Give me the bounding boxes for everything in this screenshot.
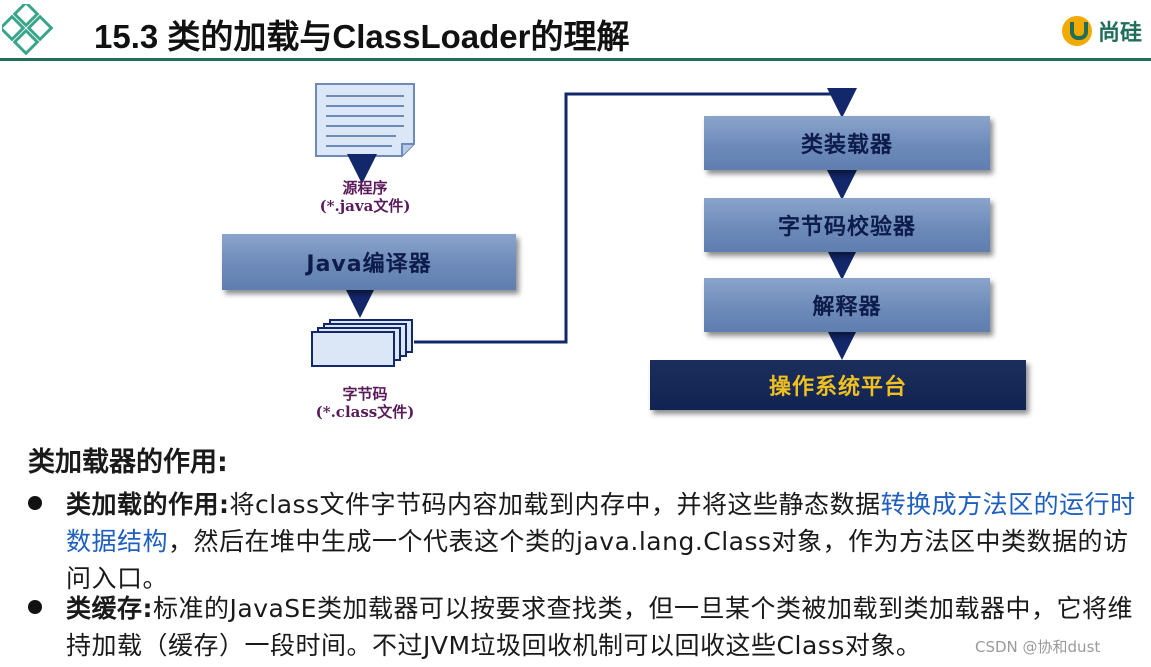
bytecode-label-ext: (*.class文件) (315, 403, 415, 421)
bullet-highlight: 转换成方法区的运行时数据结构 (66, 490, 1136, 556)
bullet-dot-icon (28, 496, 42, 510)
diamond-logo-icon (2, 4, 54, 56)
bullet-text-part: ，然后在堆中生成一个代表这个类的java.lang.Class对象，作为方法区中… (66, 527, 1129, 593)
brand-name: 尚硅 (1098, 21, 1143, 46)
bullet-text: 类缓存:标准的JavaSE类加载器可以按要求查找类，但一旦某个类被加载到类加载器… (66, 590, 1146, 664)
bullet-text: 类加载的作用:将class文件字节码内容加载到内存中，并将这些静态数据转换成方法… (66, 486, 1146, 597)
class-loader-box: 类装载器 (704, 116, 990, 170)
csdn-watermark: CSDN @协和dust (975, 636, 1101, 657)
diagram-graphics (311, 83, 857, 367)
bullet-text-part: 标准的JavaSE类加载器可以按要求查找类，但一旦某个类被加载到类加载器中，它将… (66, 594, 1133, 660)
class-loading-diagram: 源程序 (*.java文件) Java编译器 字节码 (*.class文件) 类… (0, 62, 1151, 432)
bytecode-label: 字节码 (342, 385, 388, 403)
bullet-text-part: 将class文件字节码内容加载到内存中，并将这些静态数据 (229, 490, 881, 519)
slide-header: 15.3 类的加载与ClassLoader的理解 尚硅 (0, 0, 1151, 62)
bytecode-files-icon (311, 319, 413, 367)
bullet-dot-icon (28, 600, 42, 614)
brand-mark-icon (1062, 16, 1092, 46)
bullet-class-loading-role: 类加载的作用:将class文件字节码内容加载到内存中，并将这些静态数据转换成方法… (28, 486, 1146, 596)
source-label-ext: (*.java文件) (319, 197, 411, 215)
section-heading: 类加载器的作用: (28, 447, 228, 478)
header-divider (0, 58, 1151, 61)
java-compiler-box: Java编译器 (222, 234, 516, 290)
bytecode-verifier-box: 字节码校验器 (704, 198, 990, 252)
interpreter-box: 解释器 (704, 278, 990, 332)
bullet-class-cache: 类缓存:标准的JavaSE类加载器可以按要求查找类，但一旦某个类被加载到类加载器… (28, 590, 1146, 666)
bullet-lead: 类缓存: (66, 594, 153, 623)
source-label: 源程序 (342, 179, 388, 197)
brand-logo: 尚硅 (1062, 14, 1142, 48)
bullet-lead: 类加载的作用: (66, 490, 230, 519)
page-title: 15.3 类的加载与ClassLoader的理解 (94, 18, 630, 55)
source-file-icon (315, 83, 415, 157)
os-platform-box: 操作系统平台 (650, 360, 1026, 410)
